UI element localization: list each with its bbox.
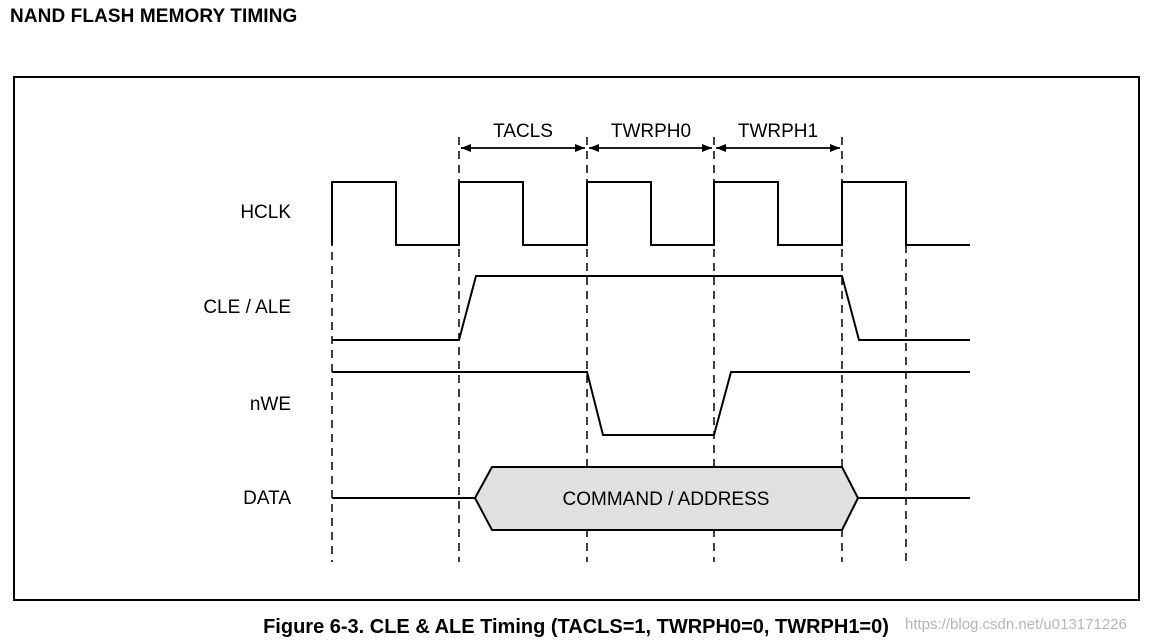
figure-caption: Figure 6-3. CLE & ALE Timing (TACLS=1, T… — [263, 616, 889, 638]
twrph1-label: TWRPH1 — [738, 121, 818, 142]
diagram-frame — [13, 76, 1140, 601]
nwe-waveform — [332, 371, 970, 436]
hclk-waveform — [331, 181, 970, 246]
data-window-label: COMMAND / ADDRESS — [563, 489, 770, 510]
page-title: NAND FLASH MEMORY TIMING — [10, 6, 298, 27]
cle-ale-waveform — [332, 275, 970, 341]
signal-label-hclk: HCLK — [240, 202, 291, 223]
twrph0-label: TWRPH0 — [611, 121, 691, 142]
signal-label-nwe: nWE — [250, 394, 291, 415]
signal-label-cle-ale: CLE / ALE — [203, 297, 291, 318]
signal-label-data: DATA — [243, 488, 291, 509]
watermark: https://blog.csdn.net/u013171226 — [905, 616, 1127, 633]
tacls-label: TACLS — [493, 121, 553, 142]
data-valid-window — [473, 466, 860, 531]
